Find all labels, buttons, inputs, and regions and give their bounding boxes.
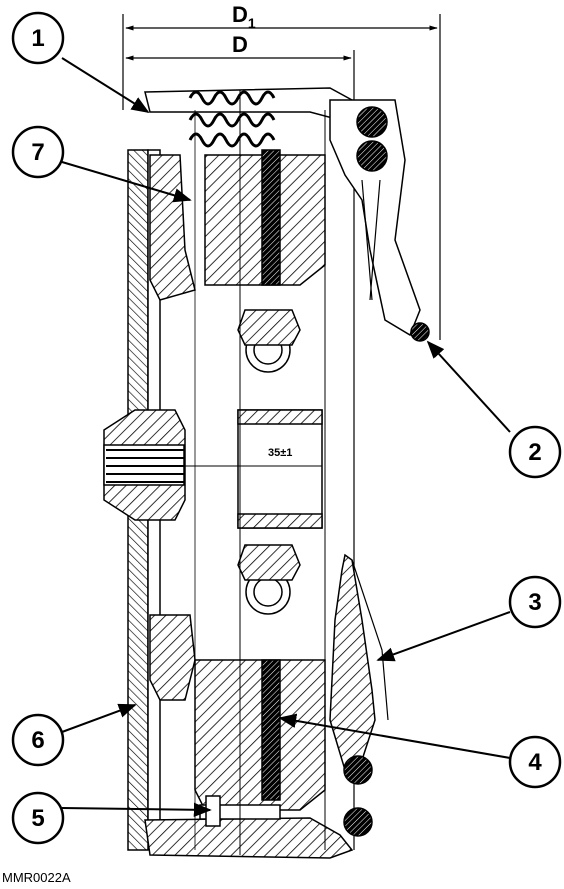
callout-1: 1 [11,11,65,65]
clutch-assembly [103,87,430,859]
d-dimension-label: D [232,32,248,57]
svg-text:3: 3 [528,589,541,616]
svg-text:2: 2 [528,439,541,466]
release-fork-lower [329,553,376,772]
figure-reference-code: MMR0022A [2,870,71,885]
svg-text:4: 4 [528,749,542,776]
callout-6: 6 [11,713,65,767]
svg-text:5: 5 [31,805,44,832]
d1-dimension-label: D1 [232,2,256,31]
pressure-plate-upper [149,154,196,301]
lever-pivot [410,322,430,342]
cover-plate-bottom [144,817,354,859]
callout-leaders [61,57,511,817]
pressure-spring [188,90,276,148]
release-bearing-sleeve [237,409,323,529]
callout-4: 4 [508,735,562,789]
pressure-plate-lower [149,614,196,701]
callout-5: 5 [11,791,65,845]
release-lever [329,99,421,337]
shaft-dimension-label: 35±1 [268,447,292,459]
callout-7: 7 [11,125,65,179]
callout-2: 2 [508,425,562,479]
callout-3: 3 [508,575,562,629]
friction-disc-lower [261,659,281,801]
svg-text:6: 6 [31,727,44,754]
friction-disc-upper [261,149,281,286]
svg-text:1: 1 [31,25,44,52]
svg-text:7: 7 [31,139,44,166]
